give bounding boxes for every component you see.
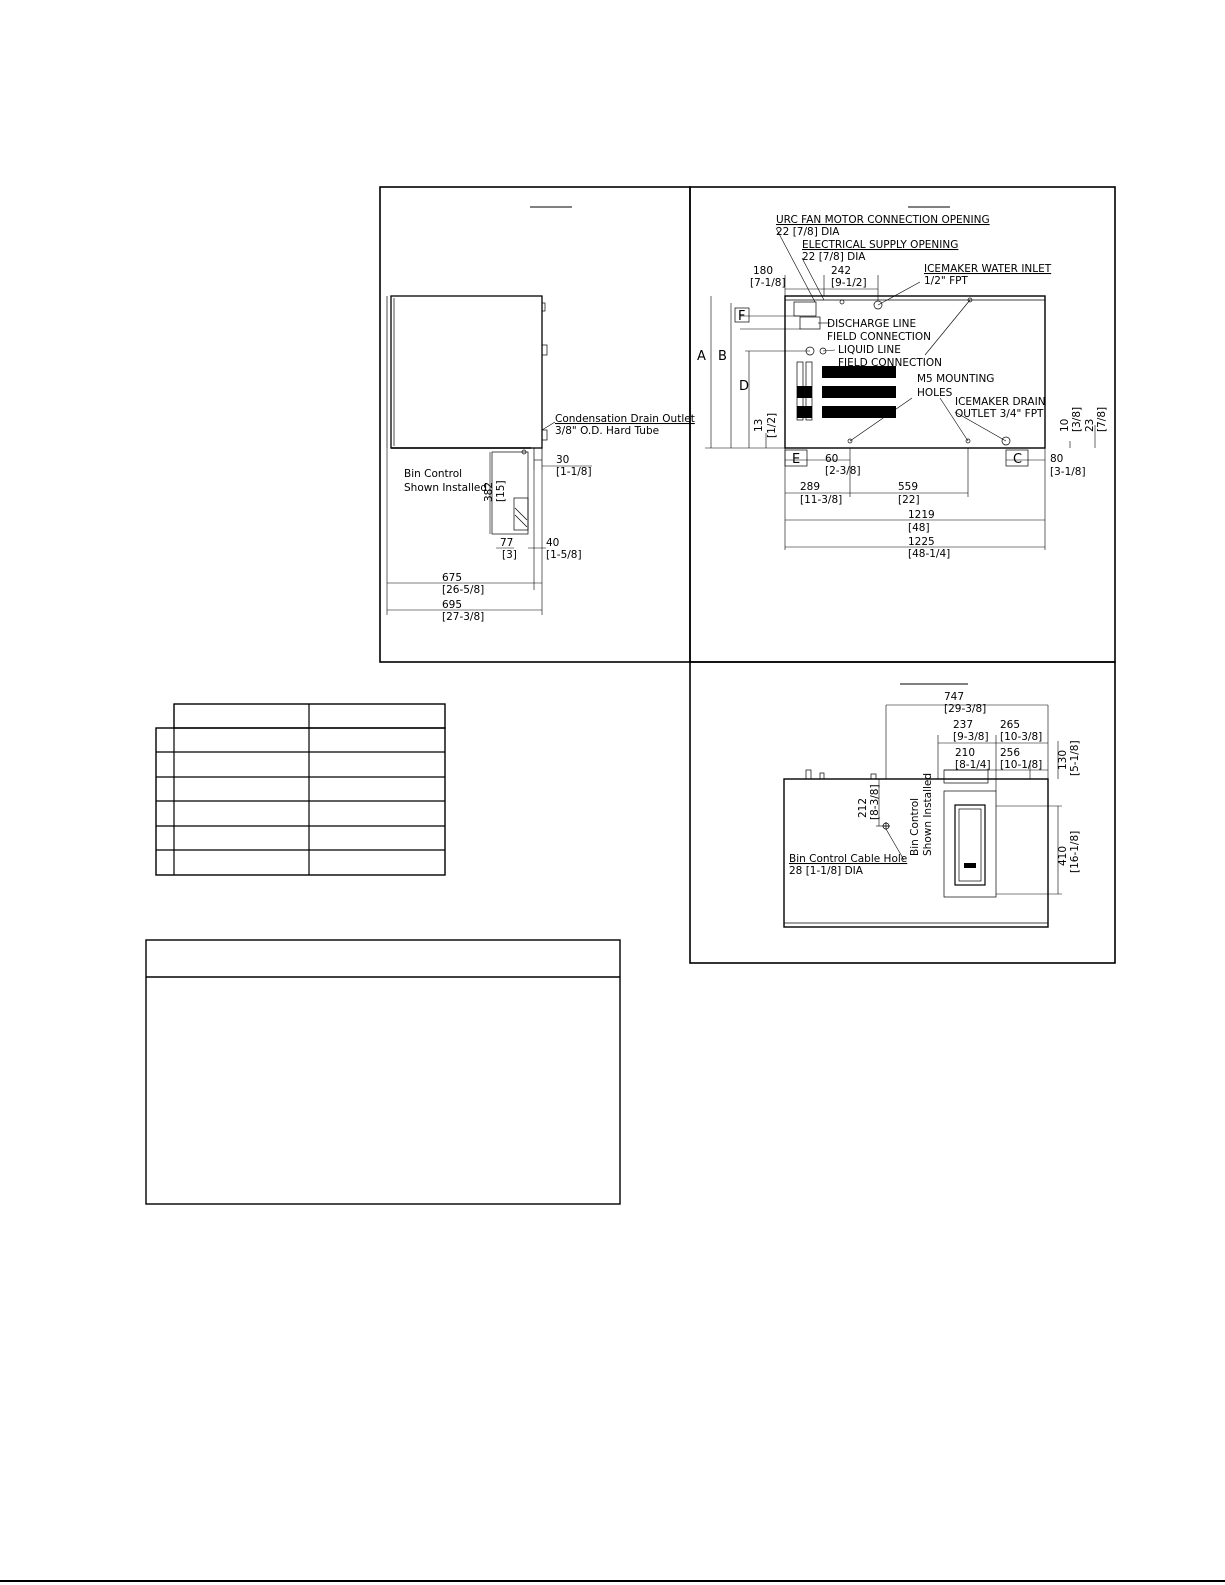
dimension-table <box>155 703 446 876</box>
cable-hole-dia: 28 [1-1/8] DIA <box>789 865 864 877</box>
label-b: B <box>718 349 727 364</box>
bin-control-label-1: Bin Control <box>404 468 462 480</box>
label-d: D <box>739 379 749 394</box>
dim-382: 382 <box>483 482 495 502</box>
dim-289-in: [11-3/8] <box>800 494 842 506</box>
dim-13: 13 <box>753 419 765 432</box>
dim-695: 695 <box>442 599 462 611</box>
m5-mounting-2: HOLES <box>917 387 953 399</box>
label-a: A <box>697 349 706 364</box>
dim-675-in: [26-5/8] <box>442 584 484 596</box>
top-bin-control-2: Shown Installed <box>922 773 934 856</box>
drain-outlet-1: ICEMAKER DRAIN <box>955 396 1046 408</box>
top-bin-control-1: Bin Control <box>909 798 921 856</box>
dim-77: 77 <box>500 537 513 549</box>
dim-60: 60 <box>825 453 838 465</box>
dim-80-in: [3-1/8] <box>1050 466 1086 478</box>
dim-265: 265 <box>1000 719 1020 731</box>
dim-10-in: [3/8] <box>1071 407 1083 432</box>
dim-237: 237 <box>953 719 973 731</box>
dim-180-in: [7-1/8] <box>750 277 786 289</box>
dim-675: 675 <box>442 572 462 584</box>
dim-210-in: [8-1/4] <box>955 759 991 771</box>
dim-695-in: [27-3/8] <box>442 611 484 623</box>
dim-180: 180 <box>753 265 773 277</box>
dim-130: 130 <box>1057 750 1069 770</box>
label-c: C <box>1013 452 1022 467</box>
elec-supply-label: ELECTRICAL SUPPLY OPENING <box>802 239 958 251</box>
dim-289: 289 <box>800 481 820 493</box>
side-view: Condensation Drain Outlet 3/8" O.D. Hard… <box>386 295 695 623</box>
view-frames <box>379 186 1116 964</box>
dim-410-in: [16-1/8] <box>1069 831 1081 873</box>
dim-77-in: [3] <box>502 549 517 561</box>
dim-1225: 1225 <box>908 536 935 548</box>
liquid-line-label: LIQUID LINE <box>838 344 901 356</box>
label-e: E <box>792 452 800 467</box>
dim-256-in: [10-1/8] <box>1000 759 1042 771</box>
dim-40: 40 <box>546 537 559 549</box>
dim-382-in: [15] <box>495 480 507 502</box>
cable-hole-label: Bin Control Cable Hole <box>789 853 907 865</box>
notes-box <box>145 939 621 1205</box>
dim-130-in: [5-1/8] <box>1069 740 1081 776</box>
dim-410: 410 <box>1057 846 1069 866</box>
dim-10: 10 <box>1059 419 1071 432</box>
field-connection-1: FIELD CONNECTION <box>827 331 931 343</box>
field-connection-2: FIELD CONNECTION <box>838 357 942 369</box>
dim-30-in: [1-1/8] <box>556 466 592 478</box>
discharge-line-label: DISCHARGE LINE <box>827 318 916 330</box>
front-view: URC FAN MOTOR CONNECTION OPENING 22 [7/8… <box>697 214 1108 560</box>
elec-supply-dia: 22 [7/8] DIA <box>802 251 866 263</box>
dim-212: 212 <box>857 798 869 818</box>
dim-210: 210 <box>955 747 975 759</box>
dim-23-in: [7/8] <box>1096 407 1108 432</box>
top-view: 747 [29-3/8] 237 [9-3/8] 265 [10-3/8] 21… <box>783 691 1081 928</box>
dim-747: 747 <box>944 691 964 703</box>
dim-23: 23 <box>1084 419 1096 432</box>
dim-256: 256 <box>1000 747 1020 759</box>
front-louvers <box>796 361 896 421</box>
condensation-drain-title: Condensation Drain Outlet <box>555 413 695 425</box>
urc-fan-label: URC FAN MOTOR CONNECTION OPENING <box>776 214 990 226</box>
dim-212-in: [8-3/8] <box>869 784 881 820</box>
dim-1219: 1219 <box>908 509 935 521</box>
water-inlet-label: ICEMAKER WATER INLET <box>924 263 1052 275</box>
water-inlet-spec: 1/2" FPT <box>924 275 968 287</box>
dim-13-in: [1/2] <box>766 413 778 438</box>
dim-265-in: [10-3/8] <box>1000 731 1042 743</box>
dim-80: 80 <box>1050 453 1063 465</box>
dim-237-in: [9-3/8] <box>953 731 989 743</box>
condensation-drain-spec: 3/8" O.D. Hard Tube <box>555 425 659 437</box>
dim-559: 559 <box>898 481 918 493</box>
dim-747-in: [29-3/8] <box>944 703 986 715</box>
dim-559-in: [22] <box>898 494 920 506</box>
dim-242: 242 <box>831 265 851 277</box>
urc-fan-dia: 22 [7/8] DIA <box>776 226 840 238</box>
label-f: F <box>738 309 745 324</box>
dim-1219-in: [48] <box>908 522 930 534</box>
dim-30: 30 <box>556 454 569 466</box>
dim-40-in: [1-5/8] <box>546 549 582 561</box>
dim-1225-in: [48-1/4] <box>908 548 950 560</box>
bin-control-label-2: Shown Installed <box>404 482 487 494</box>
m5-mounting-1: M5 MOUNTING <box>917 373 994 385</box>
dim-242-in: [9-1/2] <box>831 277 867 289</box>
dim-60-in: [2-3/8] <box>825 465 861 477</box>
drain-outlet-2: OUTLET 3/4" FPT <box>955 408 1044 420</box>
